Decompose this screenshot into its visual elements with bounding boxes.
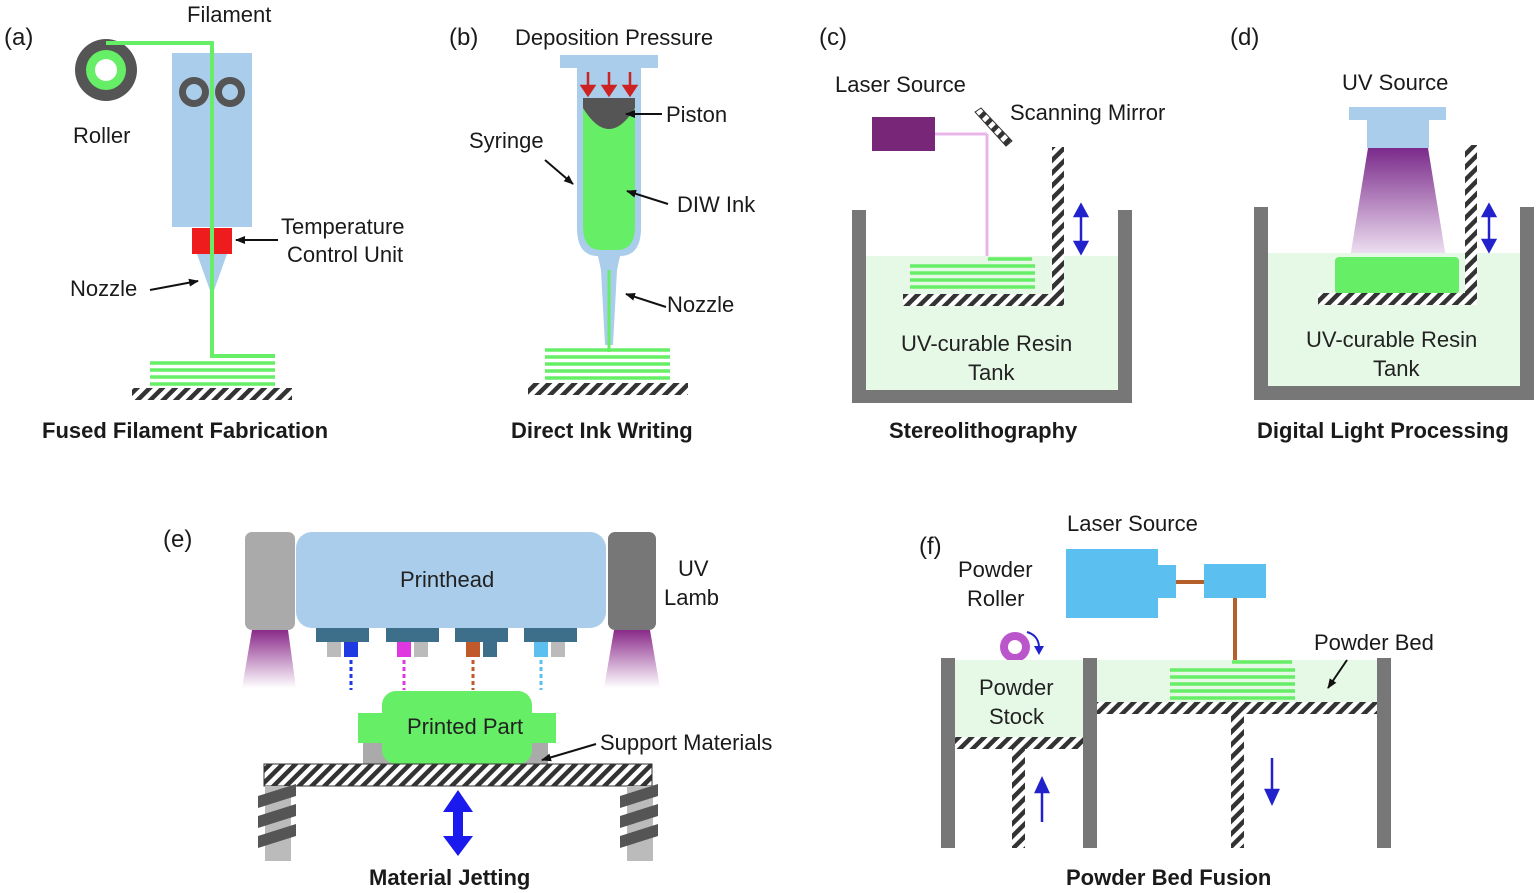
label-roller: Roller <box>73 123 130 148</box>
diw-printed-layers <box>545 348 670 380</box>
dlp-platform-arm <box>1465 145 1477 305</box>
label-pbf-laser: Laser Source <box>1067 511 1198 536</box>
diw-ink <box>583 98 635 250</box>
panel-e-material-jetting: (e) Printhead UV Lamb <box>163 526 772 890</box>
caption-dlp: Digital Light Processing <box>1257 418 1509 443</box>
label-printhead: Printhead <box>400 567 494 592</box>
label-printed-part: Printed Part <box>407 714 523 739</box>
caption-sla: Stereolithography <box>889 418 1078 443</box>
jetting-updown-arrow <box>443 790 473 856</box>
pbf-laser-source <box>1066 549 1158 618</box>
uv-lamp-right <box>608 532 656 630</box>
panel-b-letter: (b) <box>449 24 478 51</box>
caption-fff: Fused Filament Fabrication <box>42 418 328 443</box>
pbf-printed-layers <box>1170 660 1295 700</box>
dlp-updown-arrow <box>1480 202 1498 254</box>
panel-f-powder-bed-fusion: (f) Laser Source Powder Roller Powder St… <box>919 511 1434 890</box>
label-temperature: Temperature <box>281 214 405 239</box>
caption-material-jetting: Material Jetting <box>369 865 530 890</box>
jetting-build-plate <box>263 763 653 787</box>
label-sla-tank-2: Tank <box>968 360 1015 385</box>
label-diw-nozzle: Nozzle <box>667 292 734 317</box>
powder-bed <box>1097 660 1377 702</box>
label-control-unit: Control Unit <box>287 242 403 267</box>
uv-projection-beam <box>1350 148 1446 258</box>
sla-updown-arrow <box>1072 202 1090 256</box>
sla-printed-layers <box>910 257 1035 289</box>
scanning-mirror <box>974 107 1013 147</box>
caption-powder-bed-fusion: Powder Bed Fusion <box>1066 865 1271 890</box>
stock-up-arrow <box>1034 776 1050 822</box>
panel-a-fff: (a) Filament Roller Temperature Control … <box>4 2 405 443</box>
fff-build-plate <box>132 388 292 400</box>
dlp-platform <box>1318 293 1477 305</box>
label-uv-source: UV Source <box>1342 70 1448 95</box>
panel-f-letter: (f) <box>919 533 942 560</box>
label-piston: Piston <box>666 102 727 127</box>
uv-source-top <box>1349 107 1446 120</box>
bed-down-arrow <box>1264 758 1280 806</box>
label-dlp-tank-1: UV-curable Resin <box>1306 327 1477 352</box>
lead-screw-left <box>258 784 296 861</box>
label-diw-ink: DIW Ink <box>677 192 756 217</box>
panel-c-sla: (c) Laser Source Scanning Mirror UV-cura… <box>819 24 1165 443</box>
filament-line <box>106 41 275 358</box>
sla-platform <box>903 294 1064 306</box>
label-support-materials: Support Materials <box>600 730 772 755</box>
printed-part <box>382 691 532 764</box>
caption-diw: Direct Ink Writing <box>511 418 693 443</box>
label-powder-stock-2: Stock <box>989 704 1045 729</box>
label-powder: Powder <box>958 557 1033 582</box>
label-sla-laser: Laser Source <box>835 72 966 97</box>
dlp-printed-part <box>1335 257 1459 294</box>
panel-b-diw: (b) Deposition Pressure Piston Syringe D… <box>449 24 756 443</box>
label-deposition-pressure: Deposition Pressure <box>515 25 713 50</box>
printhead <box>296 532 606 628</box>
label-roller-f: Roller <box>967 586 1024 611</box>
label-sla-tank-1: UV-curable Resin <box>901 331 1072 356</box>
label-filament: Filament <box>187 2 271 27</box>
panel-c-letter: (c) <box>819 24 847 51</box>
uv-lamp-left <box>245 532 295 630</box>
label-lamb: Lamb <box>664 585 719 610</box>
panel-a-letter: (a) <box>4 24 33 51</box>
sla-laser-source <box>872 117 935 151</box>
piston <box>583 98 635 129</box>
label-uv: UV <box>678 556 709 581</box>
label-powder-stock-1: Powder <box>979 675 1054 700</box>
pbf-scanner <box>1204 564 1266 598</box>
syringe-flange <box>560 55 658 68</box>
pressure-arrows <box>579 72 639 98</box>
powder-stock <box>955 660 1083 737</box>
panel-e-letter: (e) <box>163 526 192 553</box>
fff-printed-layers <box>150 361 275 386</box>
label-syringe: Syringe <box>469 128 544 153</box>
lead-screw-right <box>620 784 658 861</box>
uv-source-body <box>1367 120 1429 148</box>
diw-build-plate <box>528 383 688 395</box>
panel-d-letter: (d) <box>1230 24 1259 51</box>
sla-platform-arm <box>1052 147 1064 305</box>
label-fff-nozzle: Nozzle <box>70 276 137 301</box>
panel-d-dlp: (d) UV Source UV-curable Resin Tank Digi… <box>1230 24 1534 443</box>
label-powder-bed: Powder Bed <box>1314 630 1434 655</box>
label-dlp-tank-2: Tank <box>1373 356 1420 381</box>
label-scanning-mirror: Scanning Mirror <box>1010 100 1165 125</box>
jetting-nozzles <box>316 628 577 690</box>
